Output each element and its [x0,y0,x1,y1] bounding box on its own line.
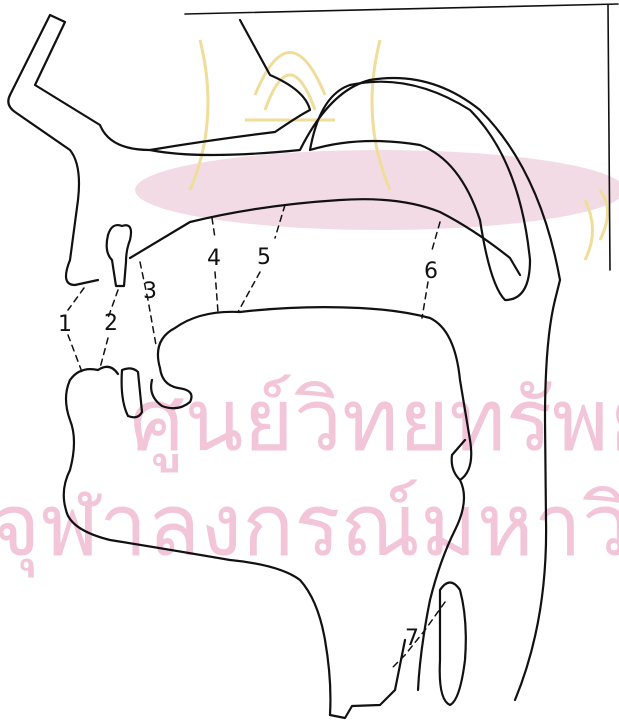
label-3: 3 [143,279,157,304]
label-2: 2 [104,311,118,336]
nose-ridge [8,95,98,285]
watermark-line-2: จุฬาลงกรณ์มหาวิทยาลัย [0,476,619,578]
upper-incisor [107,225,131,286]
anatomy-outline [8,4,618,718]
lower-lip [98,367,118,374]
label-5: 5 [257,245,271,270]
dash-line-1-upper [68,288,84,310]
vocal-cord-outline [440,583,466,706]
frame-right-line [608,5,610,270]
label-7: 7 [405,626,419,651]
nose-outline [10,15,310,150]
label-4: 4 [207,246,221,271]
label-1: 1 [58,312,72,337]
neck-outline [330,640,405,718]
frame-top-line [185,4,618,14]
label-6: 6 [424,259,438,284]
dash-line-1-lower [68,335,82,372]
